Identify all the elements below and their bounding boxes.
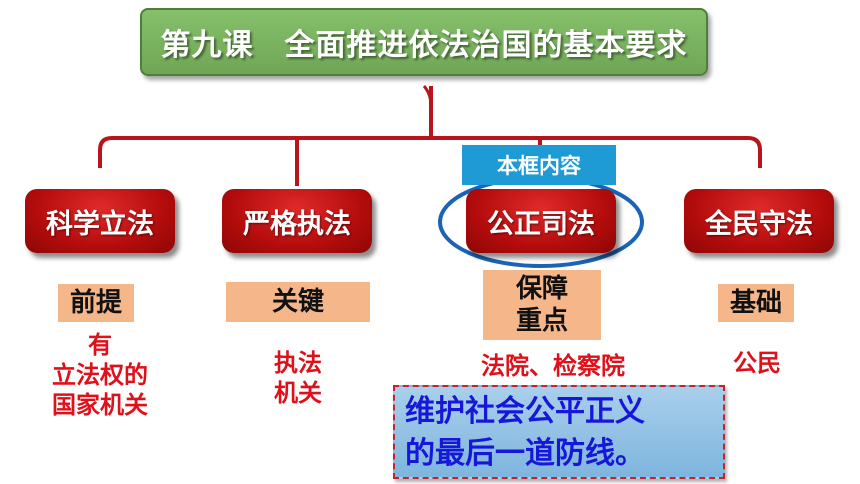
section-tag: 本框内容 bbox=[462, 145, 616, 185]
key-foundation: 基础 bbox=[718, 284, 794, 322]
node-scientific-legislation: 科学立法 bbox=[25, 189, 175, 253]
desc-legislature: 有 立法权的 国家机关 bbox=[52, 331, 148, 419]
node-fair-justice: 公正司法 bbox=[466, 189, 616, 253]
key-premise: 前提 bbox=[58, 284, 134, 322]
lesson-title: 第九课 全面推进依法治国的基本要求 bbox=[140, 8, 708, 76]
desc-citizens: 公民 bbox=[733, 349, 781, 377]
conclusion-box: 维护社会公平正义 的最后一道防线。 bbox=[393, 385, 725, 479]
desc-courts: 法院、检察院 bbox=[481, 352, 625, 380]
node-strict-enforcement: 严格执法 bbox=[222, 189, 372, 253]
key-guarantee: 保障 重点 bbox=[483, 270, 601, 340]
key-critical: 关键 bbox=[226, 282, 370, 322]
desc-enforcement-organs: 执法 机关 bbox=[274, 349, 322, 407]
node-law-abiding: 全民守法 bbox=[684, 189, 834, 253]
